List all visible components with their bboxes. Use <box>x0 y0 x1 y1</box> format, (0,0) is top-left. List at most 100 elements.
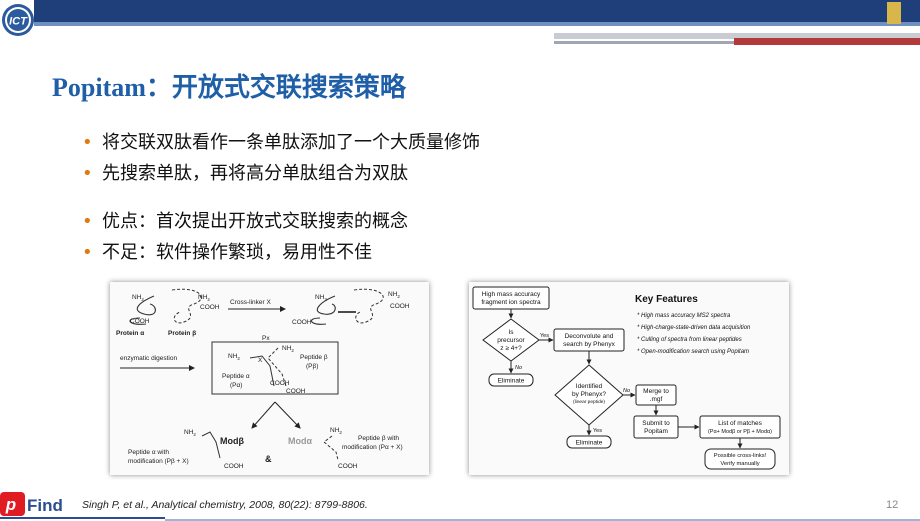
logo-text: ICT <box>9 16 28 28</box>
possible-line: Verify manually <box>720 461 759 467</box>
protein-beta-label: Protein β <box>168 330 196 337</box>
nh2-label: NH2 <box>184 429 196 437</box>
merge-line: .mgf <box>650 396 663 403</box>
no-label: No <box>623 388 630 394</box>
submit-line: Submit to <box>642 420 670 427</box>
decision-line: Identified <box>576 383 603 390</box>
bullet-icon: • <box>82 163 93 184</box>
p-beta-label: (Pβ) <box>306 363 318 370</box>
nh2-label: NH2 <box>315 294 327 302</box>
key-feature-item: * Culling of spectra from linear peptide… <box>637 337 742 343</box>
slide-title: Popitam：开放式交联搜索策略 <box>52 73 406 102</box>
eliminate-box <box>566 435 612 449</box>
cooh-label: COOH <box>200 304 220 311</box>
nh2-label: NH2 <box>132 294 144 302</box>
decision-line: z ≥ 4+? <box>500 345 522 352</box>
nh2-label: NH2 <box>388 291 400 299</box>
header-band <box>34 0 920 45</box>
pfind-wordmark: Find <box>27 496 63 515</box>
crosslink-scheme-figure: NH2 NH2 COOH COOH Protein α Protein β Cr… <box>110 282 429 475</box>
peptide-beta-chain <box>267 347 287 387</box>
bullet-icon: • <box>82 211 93 232</box>
footer-band: p Find <box>0 492 920 521</box>
protein-alpha-chain <box>129 295 156 325</box>
protein-alpha-label: Protein α <box>116 330 144 337</box>
px-label: Px <box>262 335 270 342</box>
modification-right-label: modification (Pα + X) <box>342 444 403 451</box>
bullet-list: • 将交联双肽看作一条单肽添加了一个大质量修饰 • 先搜索单肽，再将高分单肽组合为双… <box>82 127 480 268</box>
cooh-label: COOH <box>390 303 410 310</box>
modification-left-label: modification (Pβ + X) <box>128 458 189 465</box>
ampersand: & <box>265 454 272 464</box>
protein-beta-chain <box>171 288 202 324</box>
peptide-alpha-chain <box>249 355 275 387</box>
x-label: X <box>258 357 263 364</box>
decision-line: Is <box>508 329 514 336</box>
popitam-workflow-figure: High mass accuracy fragment ion spectra … <box>469 282 789 475</box>
peptide-beta-chain <box>323 435 339 461</box>
merge-line: Merge to <box>643 388 669 395</box>
cooh-label: COOH <box>130 318 150 325</box>
submit-line: Popitam <box>644 428 668 435</box>
ict-logo: ICT <box>2 4 34 36</box>
pfind-p-letter: p <box>5 495 16 514</box>
peptide-alpha-label: Peptide α <box>222 373 250 380</box>
input-spectra-line: High mass accuracy <box>482 291 541 298</box>
protein-alpha-chain <box>310 295 336 325</box>
decision-line: by Phenyx? <box>572 391 606 398</box>
eliminate-box <box>488 373 534 387</box>
cooh-label: COOH <box>338 463 358 470</box>
crosslinked-peptide-box <box>211 341 339 395</box>
cooh-label: COOH <box>224 463 244 470</box>
possible-crosslinks-box <box>704 448 776 470</box>
matches-formula: (Pα+ Modβ or Pβ + Modα) <box>708 429 772 435</box>
nh2-label: NH2 <box>330 427 342 435</box>
eliminate-label: Eliminate <box>498 378 525 385</box>
peptide-beta-with-label: Peptide β with <box>358 435 399 442</box>
bullet-icon: • <box>82 242 93 263</box>
crosslinker-label: Cross-linker X <box>230 299 271 306</box>
no-label: No <box>515 365 522 371</box>
bullet-text: 先搜索单肽，再将高分单肽组合为双肽 <box>102 163 408 184</box>
cooh-label: COOH <box>286 388 306 395</box>
bullet-item: • 优点：首次提出开放式交联搜索的概念 <box>82 206 480 237</box>
bullet-text: 将交联双肽看作一条单肽添加了一个大质量修饰 <box>102 132 480 153</box>
bullet-icon: • <box>82 132 93 153</box>
bullet-item: • 将交联双肽看作一条单肽添加了一个大质量修饰 <box>82 127 480 158</box>
possible-line: Possible cross-links! <box>714 453 767 459</box>
bullet-item: • 不足：软件操作繁琐，易用性不佳 <box>82 237 480 268</box>
split-arrow-left <box>251 401 276 429</box>
key-feature-item: * High mass accuracy MS2 spectra <box>637 313 731 319</box>
nh2-label: NH2 <box>282 345 294 353</box>
cooh-label: COOH <box>270 380 290 387</box>
deconvolute-line: Deconvolute and <box>565 333 614 340</box>
split-arrow-right <box>274 401 301 429</box>
mod-alpha-label: Modα <box>288 436 312 446</box>
list-of-matches-label: List of matches <box>718 420 762 427</box>
nh2-label: NH2 <box>228 353 240 361</box>
yes-label: Yes <box>540 333 549 339</box>
digestion-label: enzymatic digestion <box>120 355 177 362</box>
page-number: 12 <box>886 499 899 511</box>
key-feature-item: * Open-modification search using Popitam <box>637 349 749 355</box>
decision-line: (linear peptide) <box>573 399 605 405</box>
mod-beta-label: Modβ <box>220 436 244 446</box>
peptide-alpha-chain <box>201 431 221 459</box>
peptide-alpha-with-label: Peptide α with <box>128 449 169 456</box>
cooh-label: COOH <box>292 319 312 326</box>
peptide-beta-label: Peptide β <box>300 354 328 361</box>
yes-label: Yes <box>593 428 602 434</box>
bullet-text: 不足：软件操作繁琐，易用性不佳 <box>102 242 372 263</box>
decision-line: precursor <box>497 337 525 344</box>
deconvolute-line: search by Phenyx <box>563 341 615 348</box>
nh2-label: NH2 <box>198 294 210 302</box>
p-alpha-label: (Pα) <box>230 382 242 389</box>
citation: Singh P, et al., Analytical chemistry, 2… <box>82 499 368 511</box>
protein-beta-chain <box>353 288 384 324</box>
eliminate-label: Eliminate <box>576 440 603 447</box>
bullet-item: • 先搜索单肽，再将高分单肽组合为双肽 <box>82 158 480 189</box>
key-features-title: Key Features <box>635 294 698 305</box>
input-spectra-line: fragment ion spectra <box>481 299 541 306</box>
key-feature-item: * High-charge-state-driven data acquisit… <box>637 325 751 331</box>
bullet-text: 优点：首次提出开放式交联搜索的概念 <box>102 211 408 232</box>
